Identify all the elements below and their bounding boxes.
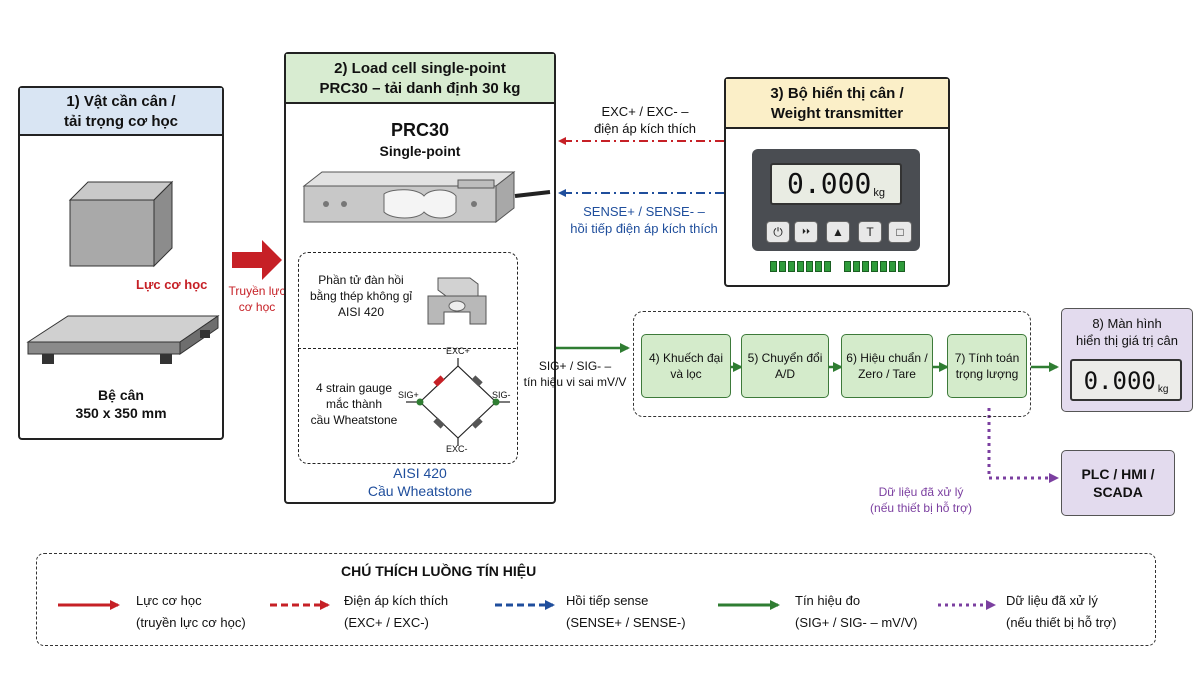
force-label: Lực cơ học xyxy=(136,277,208,292)
display-title: 8) Màn hình hiển thị giá trị cân xyxy=(1076,316,1178,348)
bridge-right-label: SIG- xyxy=(492,390,511,400)
transmitter-title-1: 3) Bộ hiển thị cân / xyxy=(770,85,904,102)
power-button[interactable]: ⏻ xyxy=(766,221,790,243)
processed-label: Dữ liệu đã xử lý (nếu thiết bị hỗ trợ) xyxy=(870,485,972,515)
object-title-1: 1) Vật cần cân / xyxy=(66,93,176,110)
legend-item-processed: Dữ liệu đã xử lý (nếu thiết bị hỗ trợ) xyxy=(1006,593,1117,630)
sig-label: SIG+ / SIG- – tín hiệu vi sai mV/V xyxy=(523,359,627,389)
legend-item-sig: Tín hiệu đo (SIG+ / SIG- – mV/V) xyxy=(795,593,918,630)
legend-title: CHÚ THÍCH LUỒNG TÍN HIỆU xyxy=(341,563,537,579)
bridge-bottom-label: EXC- xyxy=(446,444,468,454)
object-title-2: tải trọng cơ học xyxy=(63,113,178,130)
transfer-label: Truyền lực cơ học xyxy=(228,284,286,314)
sense-label: SENSE+ / SENSE- – hồi tiếp điện áp kích … xyxy=(570,204,718,236)
loadcell-box-header: 2) Load cell single-point PRC30 – tải da… xyxy=(286,54,554,104)
gauge-label: 4 strain gauge mắc thành cầu Wheatstone xyxy=(310,381,398,427)
zoom-region xyxy=(298,252,518,464)
display-unit: kg xyxy=(1157,384,1169,395)
wheatstone-bridge-icon xyxy=(406,358,510,446)
bridge-left-label: SIG+ xyxy=(398,390,419,400)
next-button[interactable]: ⏵⏵ xyxy=(794,221,818,243)
processing-region xyxy=(633,311,1031,417)
base-size: 350 x 350 mm xyxy=(75,405,167,421)
transfer-arrow xyxy=(232,240,282,280)
loadcell-title-2: PRC30 – tải danh định 30 kg xyxy=(319,80,521,97)
transmitter-title-2: Weight transmitter xyxy=(770,105,904,122)
loadcell-model-type: Single-point xyxy=(379,143,461,159)
transmitter-reading: 0.000 xyxy=(787,167,872,200)
transmitter-box: 3) Bộ hiển thị cân / Weight transmitter … xyxy=(724,77,950,287)
tare-button[interactable]: T xyxy=(858,221,882,243)
elastic-element-icon xyxy=(427,277,487,325)
menu-button[interactable]: □ xyxy=(888,221,912,243)
step-calibration: 6) Hiệu chuẩn /Zero / Tare xyxy=(841,334,933,398)
transmitter-display: 0.000 kg xyxy=(770,163,902,205)
transmitter-box-header: 3) Bộ hiển thị cân / Weight transmitter xyxy=(726,79,948,129)
display-box: 8) Màn hình hiển thị giá trị cân 0.000 k… xyxy=(1061,308,1193,412)
loadcell-footer: AISI 420 Cầu Wheatstone xyxy=(367,465,473,499)
loadcell-title-1: 2) Load cell single-point xyxy=(334,60,506,77)
legend-lines xyxy=(58,600,996,610)
processed-arrow xyxy=(987,408,1059,483)
exc-label: EXC+ / EXC- – điện áp kích thích xyxy=(594,104,696,136)
loadcell-model: PRC30 xyxy=(390,120,450,140)
legend-box: CHÚ THÍCH LUỒNG TÍN HIỆU xyxy=(36,553,1156,646)
object-box: 1) Vật cần cân / tải trọng cơ học Lực cơ… xyxy=(18,86,224,440)
zoom-divider xyxy=(298,348,516,349)
elastic-label: Phần tử đàn hồi bằng thép không gỉ AISI … xyxy=(309,273,413,319)
display-reading: 0.000 xyxy=(1083,367,1156,395)
display-screen: 0.000 kg xyxy=(1070,359,1182,401)
bridge-top-label: EXC+ xyxy=(446,346,470,356)
legend-item-sense: Hồi tiếp sense (SENSE+ / SENSE-) xyxy=(566,593,686,630)
plc-box: PLC / HMI / SCADA xyxy=(1061,450,1175,516)
loadcell-box: 2) Load cell single-point PRC30 – tải da… xyxy=(284,52,556,504)
object-box-header: 1) Vật cần cân / tải trọng cơ học xyxy=(20,88,222,136)
legend-item-exc: Điện áp kích thích (EXC+ / EXC-) xyxy=(344,593,449,630)
legend-item-force: Lực cơ học (truyền lực cơ học) xyxy=(136,593,246,630)
transmitter-unit: kg xyxy=(873,187,885,199)
base-label: Bệ cân 350 x 350 mm xyxy=(20,386,222,422)
scale-platform-icon xyxy=(26,315,220,364)
loadcell-icon xyxy=(302,170,551,224)
weight-cube-icon xyxy=(68,180,174,268)
up-button[interactable]: ▲ xyxy=(826,221,850,243)
